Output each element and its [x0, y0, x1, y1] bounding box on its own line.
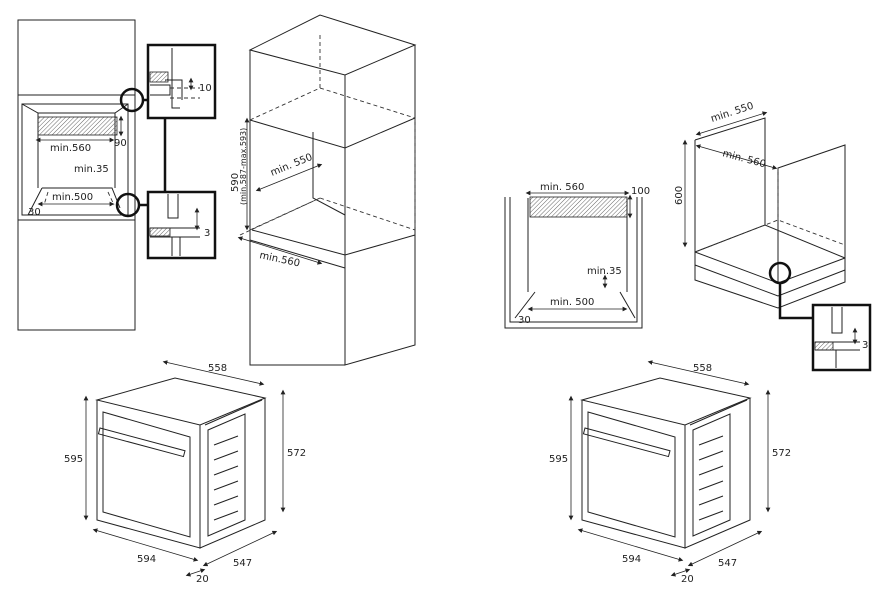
niche-width-label: min. 560 [721, 148, 767, 170]
oven-depth-label: 547 [718, 558, 737, 569]
oven-front-height-label: 595 [549, 454, 568, 465]
ventilation-area [37, 116, 118, 136]
oven-side-height-label: 572 [772, 448, 791, 459]
min500-label: min.500 [52, 192, 93, 203]
oven-right: 558 595 572 594 547 20 [549, 360, 791, 585]
niche-height-label: 590 [230, 173, 241, 192]
oven-top-width-label: 558 [208, 363, 227, 374]
detail-circle [768, 261, 792, 285]
angle30-label: 30 [518, 315, 531, 326]
control-panel [213, 435, 239, 521]
niche-depth-label: min. 550 [269, 152, 314, 179]
door-handle [582, 427, 671, 458]
detail-circle-top [119, 87, 145, 113]
min35-label: min.35 [587, 266, 622, 277]
detail-gap-bottom [146, 190, 217, 260]
oven-front-height-label: 595 [64, 454, 83, 465]
niche-depth-label: min. 550 [710, 101, 756, 125]
wall-cabinet-front-view: 90 min.560 min.35 min.500 30 10 3 [17, 19, 217, 331]
oven-left: 558 595 572 594 547 20 [64, 360, 306, 585]
tall-cabinet-isometric: 590 (min.587-max.593) min. 550 min.560 [230, 14, 417, 366]
control-panel [698, 435, 724, 521]
oven-front-width-label: 594 [622, 554, 641, 565]
under-counter-front-view: 100 min. 560 min.35 min. 500 30 [504, 182, 650, 329]
niche-height-range-label: (min.587-max.593) [239, 128, 248, 205]
oven-niche [17, 94, 136, 221]
oven-front-width-label: 594 [137, 554, 156, 565]
gap-bottom-label: 3 [204, 228, 210, 239]
gap-top-label: 10 [199, 83, 212, 94]
cabinet-outline [17, 19, 136, 331]
vent-height-label: 100 [631, 186, 650, 197]
door-offset-label: 20 [681, 574, 694, 585]
oven-depth-label: 547 [233, 558, 252, 569]
ventilation-area [529, 196, 628, 218]
min500-label: min. 500 [550, 297, 594, 308]
oven-side-height-label: 572 [287, 448, 306, 459]
door-offset-label: 20 [196, 574, 209, 585]
vent-height-label: 90 [114, 138, 127, 149]
angle30-label: 30 [28, 207, 41, 218]
vent-width-label: min.560 [50, 143, 91, 154]
niche-width-label: min. 560 [540, 182, 584, 193]
gap-label: 3 [862, 340, 868, 351]
under-counter-cabinet-isometric: min. 550 min. 560 600 3 [674, 101, 872, 372]
niche-height-label: 600 [674, 186, 685, 205]
min35-label: min.35 [74, 164, 109, 175]
door-handle [97, 427, 186, 458]
oven-top-width-label: 558 [693, 363, 712, 374]
